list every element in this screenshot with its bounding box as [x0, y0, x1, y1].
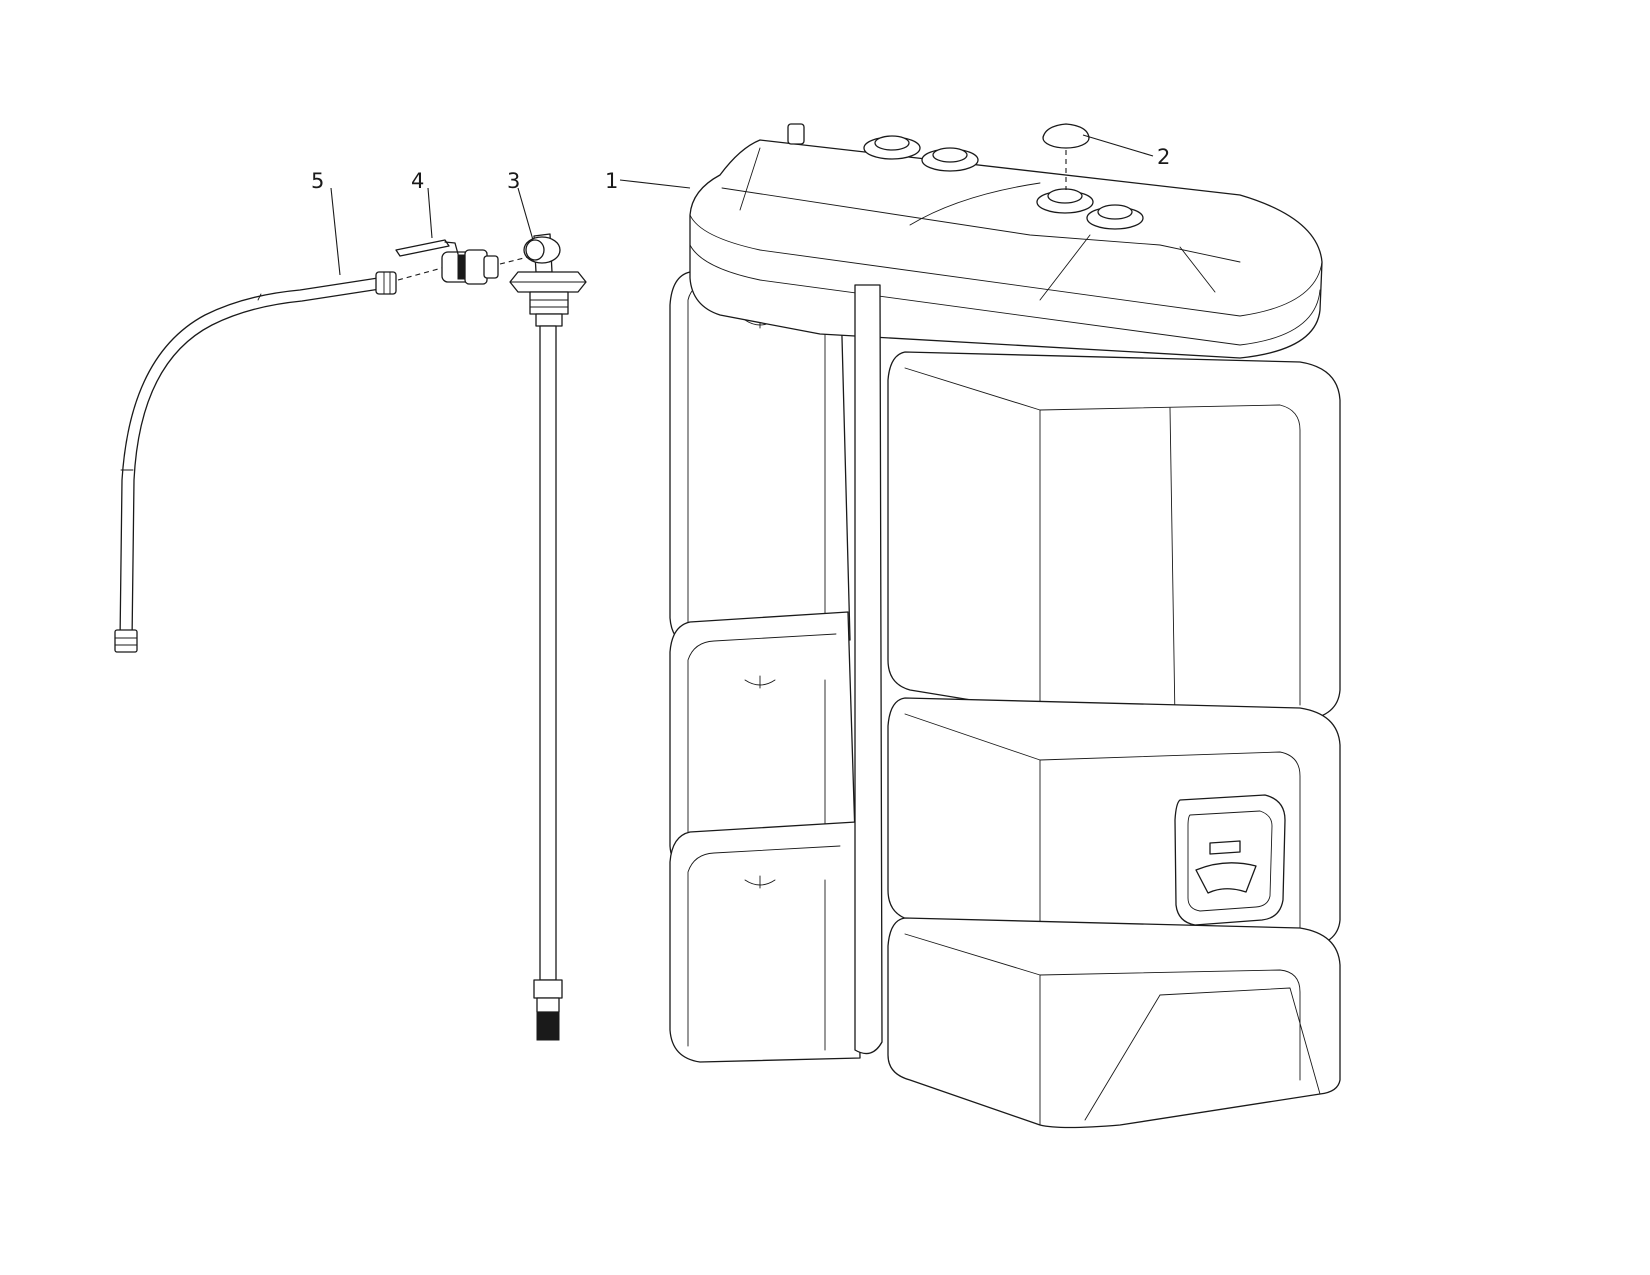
access-port — [1174, 794, 1286, 926]
svg-text:4: 4 — [411, 169, 424, 193]
svg-text:5: 5 — [311, 169, 324, 193]
tank-part — [669, 123, 1341, 1129]
suction-pipe-part — [509, 233, 587, 1041]
callout-3: 3 — [507, 169, 534, 241]
hose-part — [114, 271, 397, 653]
top-ports — [787, 123, 1144, 230]
callout-5: 5 — [311, 169, 341, 276]
cap-part — [1042, 123, 1090, 190]
callout-4: 4 — [411, 169, 433, 239]
callout-1: 1 — [605, 169, 691, 193]
svg-text:3: 3 — [507, 169, 520, 193]
svg-text:2: 2 — [1157, 145, 1170, 169]
svg-text:1: 1 — [605, 169, 618, 193]
valve-part — [395, 239, 529, 285]
callout-2: 2 — [1082, 134, 1170, 169]
